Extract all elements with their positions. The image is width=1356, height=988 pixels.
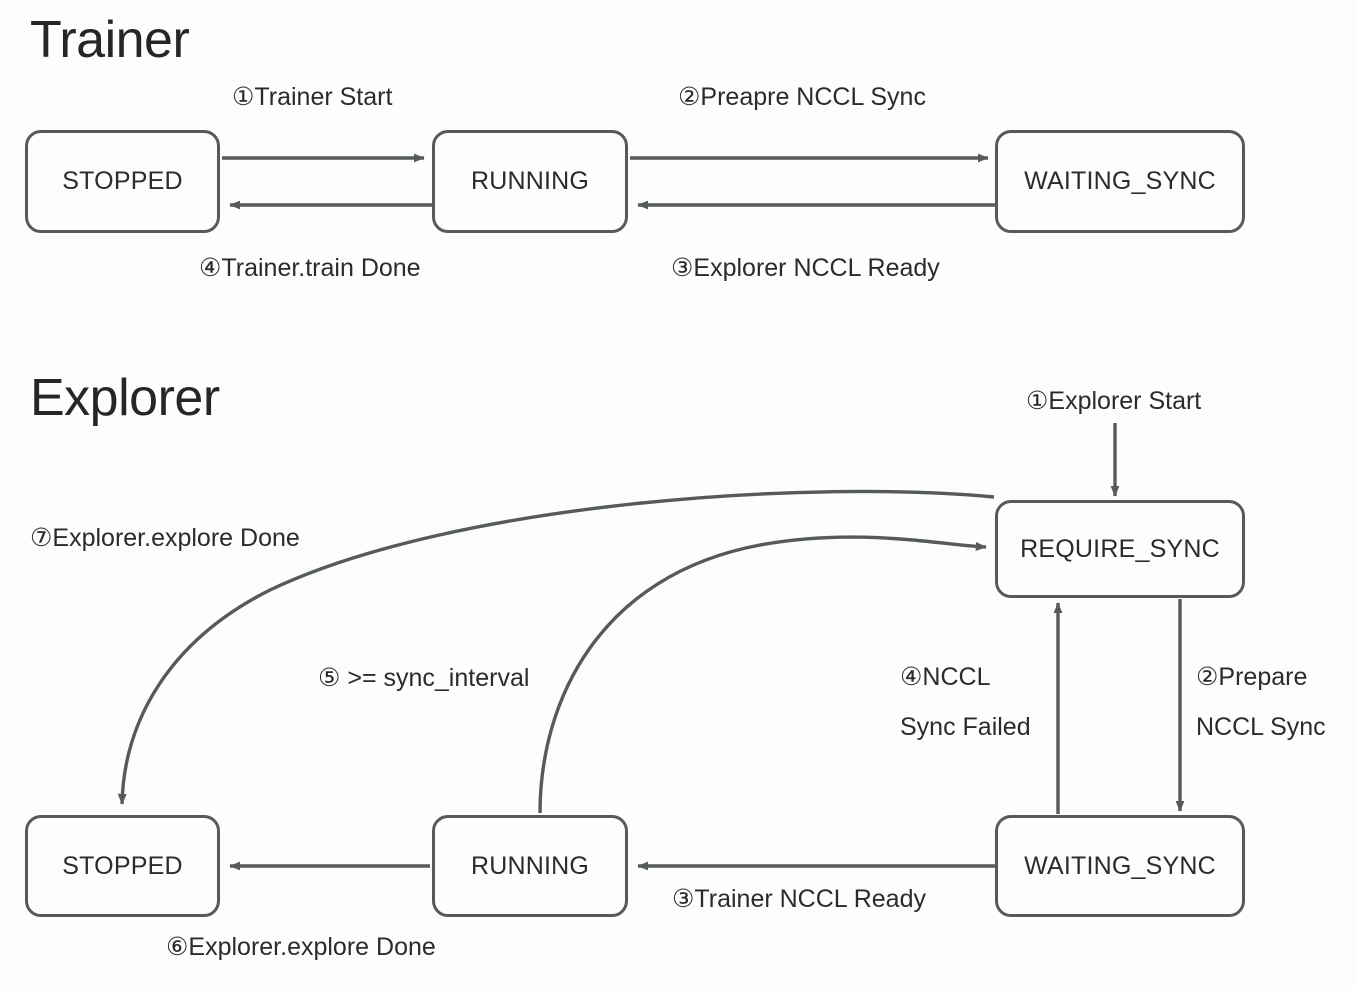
edge-label-trainer-start: ①Trainer Start [232,83,393,111]
state-explorer-require-sync[interactable]: REQUIRE_SYNC [995,500,1245,598]
edge-sync-interval-curve [538,535,987,814]
state-label: STOPPED [62,167,183,195]
state-trainer-waiting-sync[interactable]: WAITING_SYNC [995,130,1245,233]
state-explorer-stopped[interactable]: STOPPED [25,815,220,917]
trainer-section-title: Trainer [30,11,190,69]
edge-label-nccl-line2: Sync Failed [900,713,1031,741]
state-label: STOPPED [62,851,183,880]
state-label: RUNNING [470,167,590,195]
edge-label-explorer-explore-done-7: ⑦Explorer.explore Done [30,524,300,552]
state-trainer-running[interactable]: RUNNING [432,130,628,233]
state-label: WAITING_SYNC [1024,167,1216,195]
state-label: RUNNING [470,851,590,880]
explorer-section-title: Explorer [30,369,220,427]
state-explorer-waiting-sync[interactable]: WAITING_SYNC [995,815,1245,917]
state-label: REQUIRE_SYNC [1020,534,1220,563]
state-explorer-running[interactable]: RUNNING [432,815,628,917]
edge-label-trainer-train-done: ④Trainer.train Done [199,254,421,282]
edge-label-prepare-line1: ②Prepare [1196,663,1308,691]
edge-label-explorer-nccl-ready: ③Explorer NCCL Ready [671,254,940,282]
edge-label-explorer-explore-done-6: ⑥Explorer.explore Done [166,933,436,961]
state-trainer-stopped[interactable]: STOPPED [25,130,220,233]
edge-label-preapre-nccl-sync: ②Preapre NCCL Sync [678,83,926,111]
edge-label-sync-interval: ⑤ >= sync_interval [318,664,530,692]
edge-label-trainer-nccl-ready-explorer: ③Trainer NCCL Ready [672,885,926,913]
edge-explorer-explore-done-require-sync [117,489,995,805]
edge-label-nccl-line1: ④NCCL [900,663,991,691]
edge-label-prepare-line2: NCCL Sync [1196,713,1326,741]
edge-label-explorer-start: ①Explorer Start [1026,387,1202,415]
state-label: WAITING_SYNC [1024,851,1216,880]
